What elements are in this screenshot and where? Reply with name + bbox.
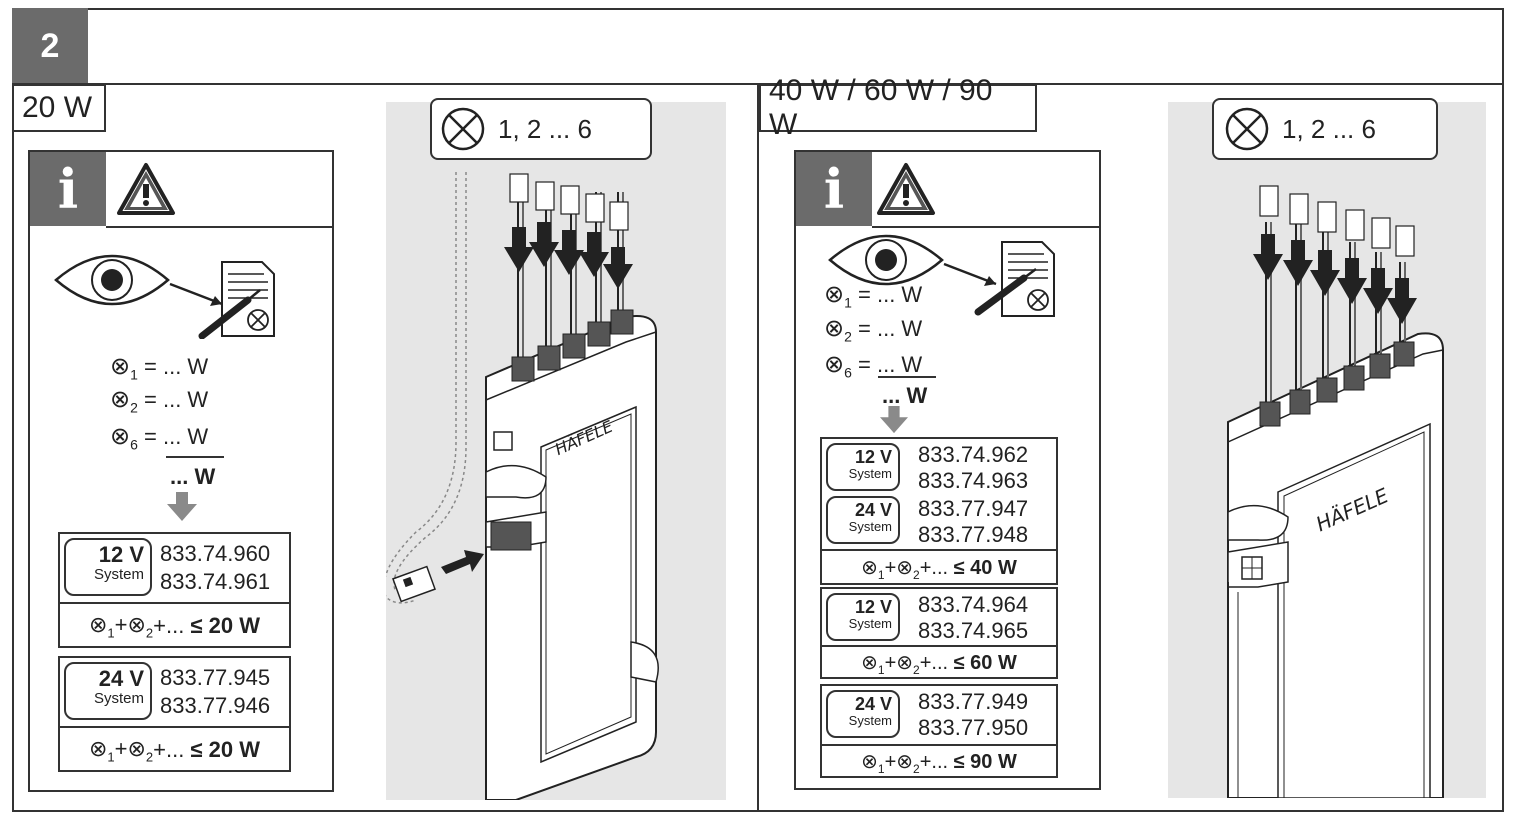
driver-20w-drawing: HÄFELE (386, 172, 659, 800)
step-number: 2 (12, 8, 88, 84)
driver-illustration-90w: HÄFELE (1168, 98, 1486, 798)
group-60w-table: 12 V System 833.74.964 833.74.965 ⊗1+⊗2+… (820, 587, 1058, 679)
sum-limit-row: ⊗1+⊗2+... ≤ 20 W (60, 602, 289, 648)
sum-line (878, 376, 936, 378)
system-badge-24v: 24 V System (64, 662, 152, 720)
section-divider (757, 84, 759, 812)
system-badge-24v: 24 V System (826, 496, 900, 544)
part-number: 833.77.950 (918, 715, 1029, 740)
formula-1: ⊗1 = ... W (824, 281, 923, 311)
warning-icon (117, 163, 175, 215)
part-number: 833.77.947 (918, 496, 1029, 521)
info-icon: i (30, 152, 106, 226)
info-header (872, 152, 1099, 228)
formula-2: ⊗2 = ... W (110, 386, 209, 416)
part-number: 833.74.961 (160, 569, 271, 594)
driver-illustration-20w: HÄFELE (386, 98, 726, 800)
lamp-icon (441, 107, 485, 151)
left-info-panel: i ⊗1 = ... W ⊗2 = ... W ⊗6 = ... W ... W (28, 150, 334, 792)
info-header (106, 152, 332, 228)
part-number: 833.74.962 (918, 442, 1029, 467)
left-section-title: 20 W (12, 84, 106, 132)
part-number: 833.77.946 (160, 693, 271, 718)
part-number: 833.77.949 (918, 689, 1029, 714)
right-section-title: 40 W / 60 W / 90 W (759, 74, 1037, 141)
lamp-count-label: 1, 2 ... 6 (430, 98, 652, 160)
group-12v-table: 12 V System 833.74.960 833.74.961 ⊗1+⊗2+… (58, 532, 291, 648)
total-watts: ... W (882, 383, 928, 408)
sum-limit-row: ⊗1+⊗2+... ≤ 90 W (822, 744, 1056, 778)
right-info-panel: i ⊗1 = ... W ⊗2 = ... W ⊗6 = ... W ... W (794, 150, 1101, 790)
part-number: 833.74.960 (160, 541, 271, 566)
group-40w-table: 12 V System 833.74.962 833.74.963 24 V S… (820, 437, 1058, 585)
system-badge-12v: 12 V System (826, 593, 900, 641)
part-number: 833.77.948 (918, 522, 1029, 547)
group-24v-table: 24 V System 833.77.945 833.77.946 ⊗1+⊗2+… (58, 656, 291, 772)
system-badge-24v: 24 V System (826, 690, 900, 738)
eye-inspect-icon (828, 234, 1055, 317)
arrow-down-icon (167, 492, 197, 521)
formula-2: ⊗2 = ... W (824, 315, 923, 345)
total-watts: ... W (170, 464, 216, 489)
lamp-range-text: 1, 2 ... 6 (1282, 113, 1376, 144)
lamp-range-text: 1, 2 ... 6 (498, 113, 592, 144)
formula-6: ⊗6 = ... W (824, 351, 923, 381)
system-badge-12v: 12 V System (64, 538, 152, 596)
driver-90w-drawing: HÄFELE (1227, 185, 1444, 798)
part-number: 833.74.964 (918, 592, 1029, 617)
system-badge-12v: 12 V System (826, 443, 900, 491)
plug-shape (392, 565, 436, 603)
lamp-icon (1225, 107, 1269, 151)
sum-limit-row: ⊗1+⊗2+... ≤ 20 W (60, 726, 289, 772)
group-90w-table: 24 V System 833.77.949 833.77.950 ⊗1+⊗2+… (820, 684, 1058, 778)
warning-icon (877, 163, 935, 215)
part-number: 833.74.963 (918, 468, 1029, 493)
arrow-down-icon (880, 406, 908, 434)
eye-inspect-icon (54, 254, 275, 339)
formula-1: ⊗1 = ... W (110, 353, 209, 383)
sum-line (166, 456, 224, 458)
info-icon: i (796, 152, 872, 226)
sum-limit-row: ⊗1+⊗2+... ≤ 40 W (822, 549, 1056, 585)
lamp-count-label: 1, 2 ... 6 (1212, 98, 1438, 160)
formula-6: ⊗6 = ... W (110, 423, 209, 453)
sum-limit-row: ⊗1+⊗2+... ≤ 60 W (822, 645, 1056, 679)
part-number: 833.77.945 (160, 665, 271, 690)
part-number: 833.74.965 (918, 618, 1029, 643)
